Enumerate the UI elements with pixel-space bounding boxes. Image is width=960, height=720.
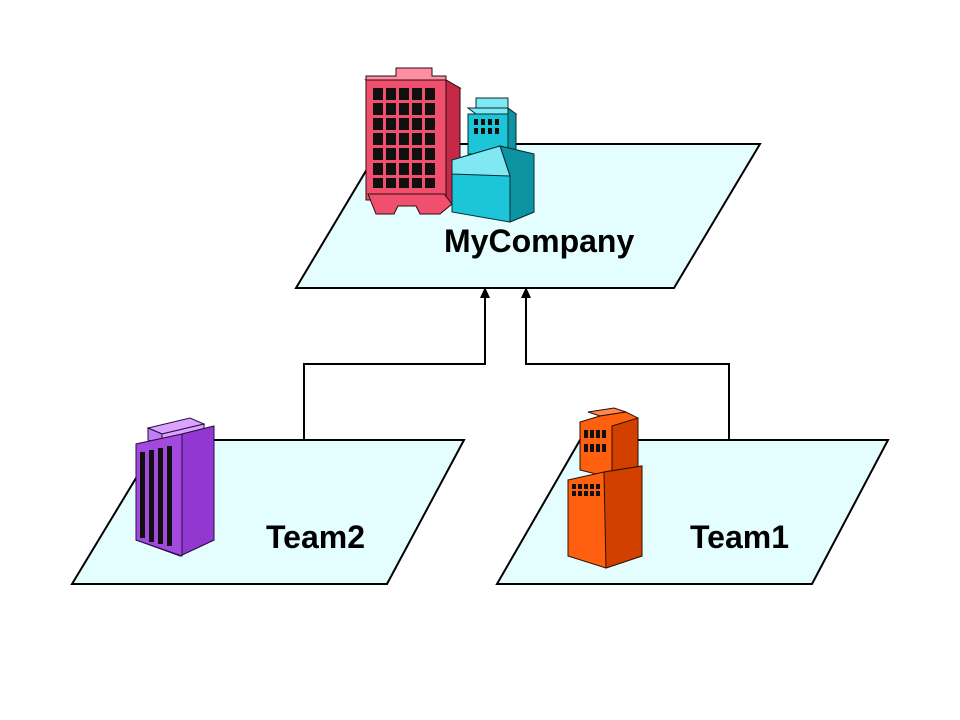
office-tower-icon (135, 417, 215, 557)
node-team2: Team2 (70, 417, 466, 585)
arrow-head-team1 (521, 287, 531, 298)
connector-team1-to-mycompany (525, 294, 730, 440)
stepped-tower-icon (567, 407, 643, 569)
node-label-mycompany: MyCompany (444, 223, 634, 259)
corporate-buildings-icon (364, 67, 535, 223)
connector-team2-to-mycompany (303, 294, 486, 440)
node-mycompany: MyCompany (294, 67, 762, 289)
arrow-head-team2 (480, 287, 490, 298)
connectors (303, 287, 730, 440)
plane-team1 (495, 439, 890, 585)
node-label-team1: Team1 (690, 519, 789, 555)
plane-team2 (70, 439, 466, 585)
node-team1: Team1 (495, 407, 890, 585)
node-label-team2: Team2 (266, 519, 365, 555)
